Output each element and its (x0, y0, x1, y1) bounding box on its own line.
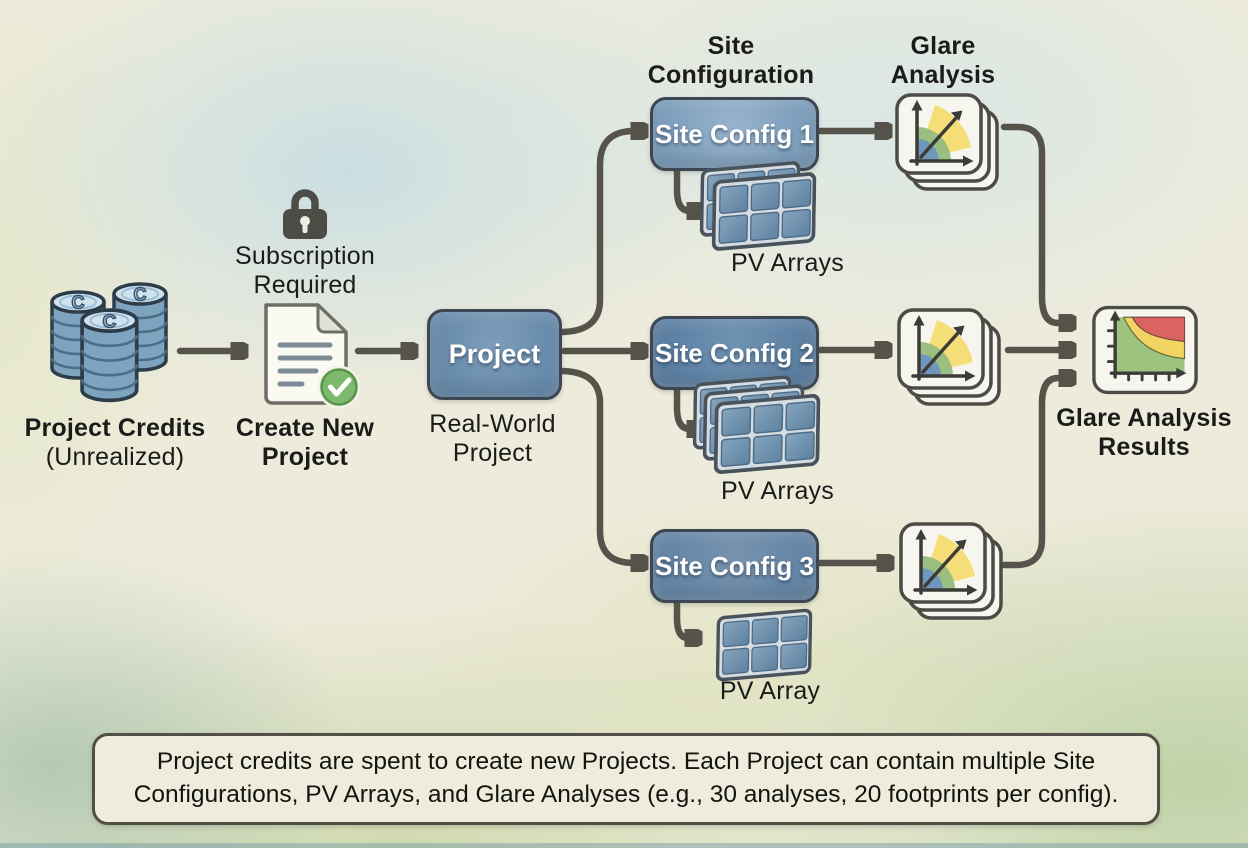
project-node-label: Project (448, 339, 541, 369)
glare-analysis-1-icon (895, 93, 999, 191)
project-credits-title: Project Credits (24, 414, 206, 442)
pv-arrays-2-label: PV Arrays (721, 477, 834, 505)
pv-arrays-1-label: PV Arrays (731, 249, 844, 277)
pv-arrays-2-icon (692, 374, 834, 483)
arrow-project-to-config1 (556, 131, 634, 336)
site-config-1-node: Site Config 1 (650, 97, 819, 171)
arrow-glare1-to-results (1000, 123, 1062, 323)
glare-analysis-results-icon (1092, 305, 1198, 395)
project-credits-icon (50, 282, 168, 403)
arrow-project-to-config3 (556, 367, 634, 563)
lock-icon (283, 189, 327, 239)
project-node: Project (427, 309, 562, 400)
project-credits-label: Project Credits (Unrealized) (15, 414, 215, 471)
site-config-3-label: Site Config 3 (655, 550, 814, 581)
glare-analysis-3-icon (899, 522, 1003, 620)
create-project-label: Create New Project (235, 414, 375, 471)
project-credits-sublabel: (Unrealized) (45, 442, 185, 471)
bottom-edge-wash (0, 843, 1248, 848)
pv-arrays-1-icon (699, 160, 832, 256)
site-config-2-label: Site Config 2 (655, 337, 814, 368)
real-world-project-label: Real-World Project (429, 410, 556, 467)
glare-analysis-header: Glare Analysis (890, 32, 996, 89)
site-config-1-label: Site Config 1 (655, 118, 814, 149)
pv-array-3-label: PV Array (719, 677, 821, 705)
site-configuration-header: Site Configuration (647, 32, 815, 89)
arrow-config3-to-pv3 (673, 595, 688, 638)
caption-line-2: Configurations, PV Arrays, and Glare Ana… (133, 781, 1119, 808)
arrow-config2-to-pv2 (673, 382, 690, 429)
pv-array-3-icon (715, 608, 826, 682)
glare-analysis-2-icon (897, 308, 1001, 406)
arrow-glare3-to-results (1000, 378, 1062, 569)
caption-box: Project credits are spent to create new … (92, 733, 1160, 825)
glare-analysis-results-label: Glare Analysis Results (1056, 404, 1232, 461)
subscription-required-label: Subscription Required (235, 242, 375, 299)
arrow-config1-to-pv1 (673, 163, 690, 211)
caption-line-1: Project credits are spent to create new … (156, 748, 1096, 776)
site-config-3-node: Site Config 3 (650, 529, 819, 603)
create-project-document-icon (264, 303, 361, 409)
